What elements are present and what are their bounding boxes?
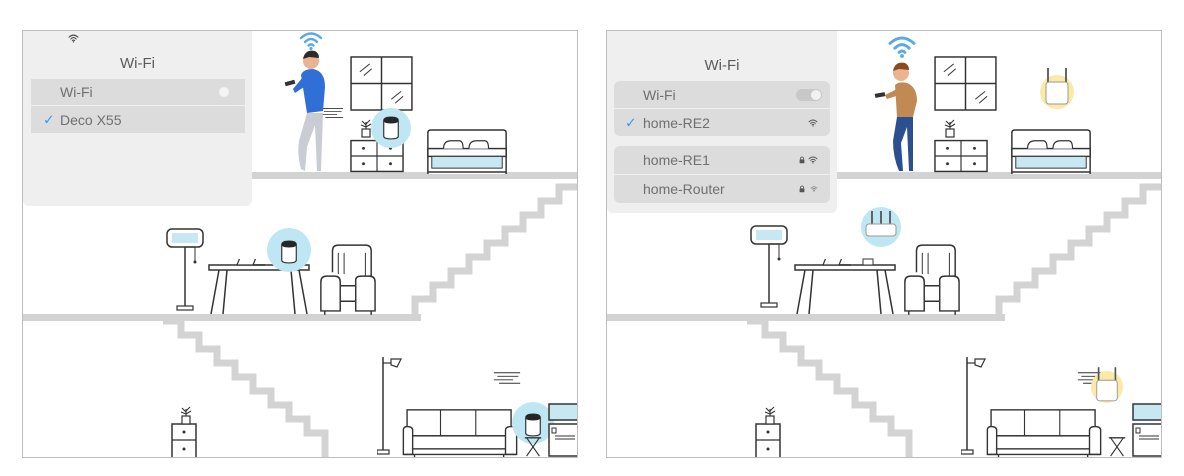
plant [180, 406, 192, 425]
house-illustration [23, 32, 577, 457]
person-with-phone [284, 50, 325, 171]
small-drawer [171, 423, 197, 457]
network-row-other[interactable]: home-Router [614, 175, 830, 203]
wifi-toggle-label: Wi-Fi [60, 84, 93, 100]
range-extender-icon [1045, 67, 1069, 105]
tv-cabinet [548, 403, 577, 457]
wifi-icon [810, 186, 818, 192]
middle-floor [607, 314, 1005, 321]
wifi-icon [68, 34, 79, 43]
check-icon: ✓ [625, 114, 637, 130]
plant [764, 406, 776, 425]
check-icon: ✓ [43, 111, 55, 127]
wifi-toggle-row[interactable]: Wi-Fi [31, 79, 245, 105]
sofa [402, 409, 518, 457]
middle-floor [23, 314, 421, 321]
network-name: Deco X55 [60, 111, 122, 128]
standing-lamp [377, 356, 402, 455]
left-floorplan-panel: Wi-Fi Wi-Fi ✓ Deco X55 [22, 30, 578, 458]
wifi-toggle[interactable] [219, 87, 229, 97]
floor-lamp [750, 225, 788, 308]
lock-icon [799, 185, 805, 193]
network-row-selected[interactable]: ✓ Deco X55 [31, 106, 245, 133]
window [934, 56, 997, 111]
mug [862, 258, 874, 266]
card-title: Wi-Fi [704, 57, 740, 74]
card-title: Wi-Fi [120, 55, 155, 72]
upper-floor [251, 172, 577, 179]
window [350, 56, 413, 111]
bed [1011, 129, 1091, 174]
wifi-icon [808, 156, 818, 164]
right-floorplan-panel: Wi-Fi Wi-Fi ✓ home-RE2 home-RE1 home-Rou… [606, 30, 1162, 458]
tv-cabinet [1132, 403, 1161, 457]
sofa [986, 409, 1102, 457]
wall-shelf [493, 372, 521, 384]
network-name: home-Router [643, 181, 725, 197]
lock-icon [799, 156, 805, 164]
wifi-icon [888, 36, 916, 59]
wifi-toggle[interactable] [796, 88, 822, 101]
house-illustration [607, 36, 1161, 457]
standing-lamp [961, 356, 986, 455]
person-with-phone [874, 62, 917, 171]
staircase-lower [163, 317, 329, 457]
network-row-other[interactable]: home-RE1 [614, 146, 830, 174]
upper-floor [835, 172, 1161, 179]
wall-shelf [321, 108, 343, 118]
plant [944, 119, 956, 138]
desk [794, 259, 896, 315]
staircase-upper [411, 183, 577, 314]
nightstand [934, 139, 988, 173]
floor-lamp [166, 228, 204, 311]
wifi-toggle-row[interactable]: Wi-Fi [614, 81, 830, 108]
network-row-connected[interactable]: ✓ home-RE2 [614, 109, 830, 136]
deco-unit-icon [525, 413, 541, 437]
side-table [1108, 437, 1126, 457]
staircase-upper [995, 183, 1161, 314]
wifi-toggle-label: Wi-Fi [643, 86, 676, 103]
wifi-icon [299, 32, 323, 51]
network-name: home-RE2 [643, 114, 710, 131]
bed [427, 129, 507, 174]
staircase-lower [747, 317, 913, 457]
armchair [320, 244, 376, 315]
small-drawer [755, 423, 781, 457]
wifi-settings-card: Wi-Fi Wi-Fi ✓ Deco X55 [23, 31, 252, 206]
wifi-settings-card: Wi-Fi Wi-Fi ✓ home-RE2 home-RE1 home-Rou… [607, 31, 837, 213]
deco-unit-icon [281, 240, 297, 264]
armchair [904, 244, 960, 315]
plant [360, 119, 372, 138]
deco-unit-icon [383, 116, 399, 140]
wifi-icon [808, 119, 818, 127]
network-name: home-RE1 [643, 152, 710, 168]
